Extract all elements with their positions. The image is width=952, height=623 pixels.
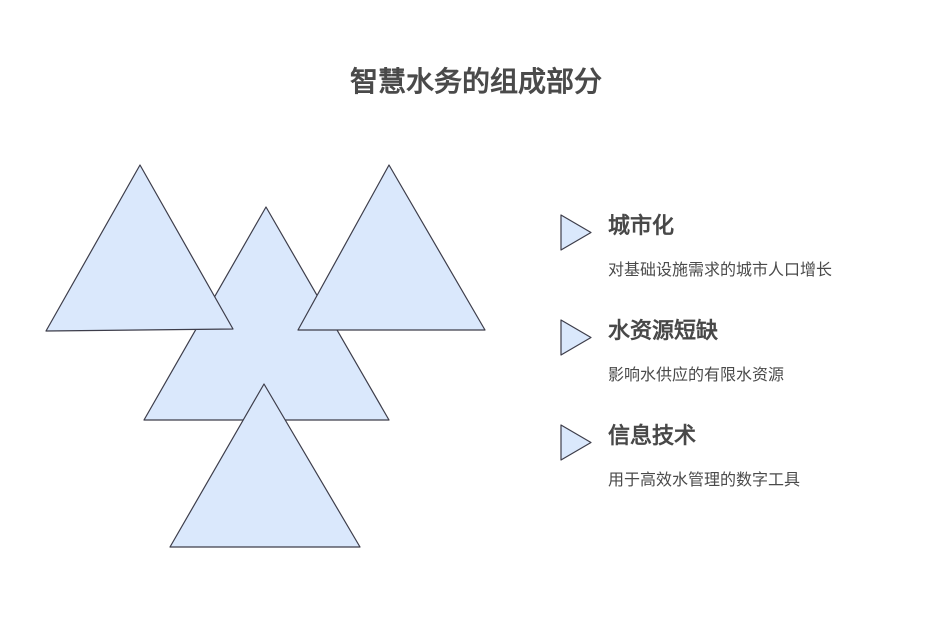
triangle-right — [297, 164, 486, 331]
triangle-bottom — [169, 383, 361, 548]
triangle-right-icon — [560, 424, 592, 461]
page-title: 智慧水务的组成部分 — [349, 65, 602, 98]
triangle-left — [45, 164, 234, 332]
item-heading: 信息技术 — [608, 424, 697, 449]
item-description: 对基础设施需求的城市人口增长 — [608, 260, 833, 279]
item-heading: 城市化 — [608, 214, 675, 239]
item-description: 用于高效水管理的数字工具 — [608, 470, 801, 489]
item-description: 影响水供应的有限水资源 — [608, 365, 785, 384]
triangle-right-icon — [560, 319, 592, 356]
item-heading: 水资源短缺 — [608, 319, 719, 344]
triangle-right-icon — [560, 214, 592, 251]
